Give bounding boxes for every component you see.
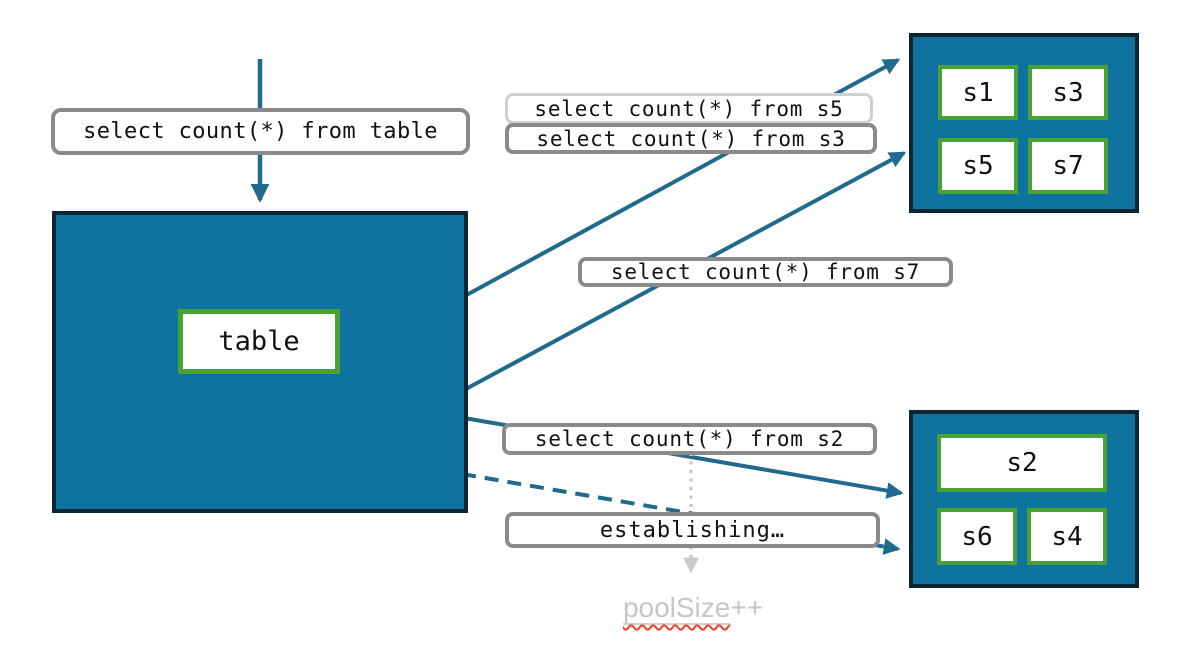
shard-cell-s6: s6 <box>937 508 1017 565</box>
shard-cell-s7: s7 <box>1028 138 1108 194</box>
shard-cell-s3: s3 <box>1028 65 1108 120</box>
shard-cell-s2: s2 <box>937 434 1107 492</box>
poolsize-word: poolSize <box>622 592 731 625</box>
establishing-pill: establishing… <box>505 512 880 548</box>
poolsize-suffix: ++ <box>730 592 764 623</box>
query-pill-s7: select count(*) from s7 <box>578 257 953 287</box>
shard-cell-s5: s5 <box>938 138 1018 194</box>
query-pill-s3: select count(*) from s3 <box>505 123 877 154</box>
table-cell: table <box>178 309 340 374</box>
poolsize-annotation: poolSize++ <box>593 592 793 625</box>
shard-cell-s1: s1 <box>938 65 1018 120</box>
shard-cell-s4: s4 <box>1027 508 1107 565</box>
query-pill-table: select count(*) from table <box>51 108 470 155</box>
query-pill-s2: select count(*) from s2 <box>502 423 877 455</box>
query-pill-s5: select count(*) from s5 <box>505 93 873 124</box>
